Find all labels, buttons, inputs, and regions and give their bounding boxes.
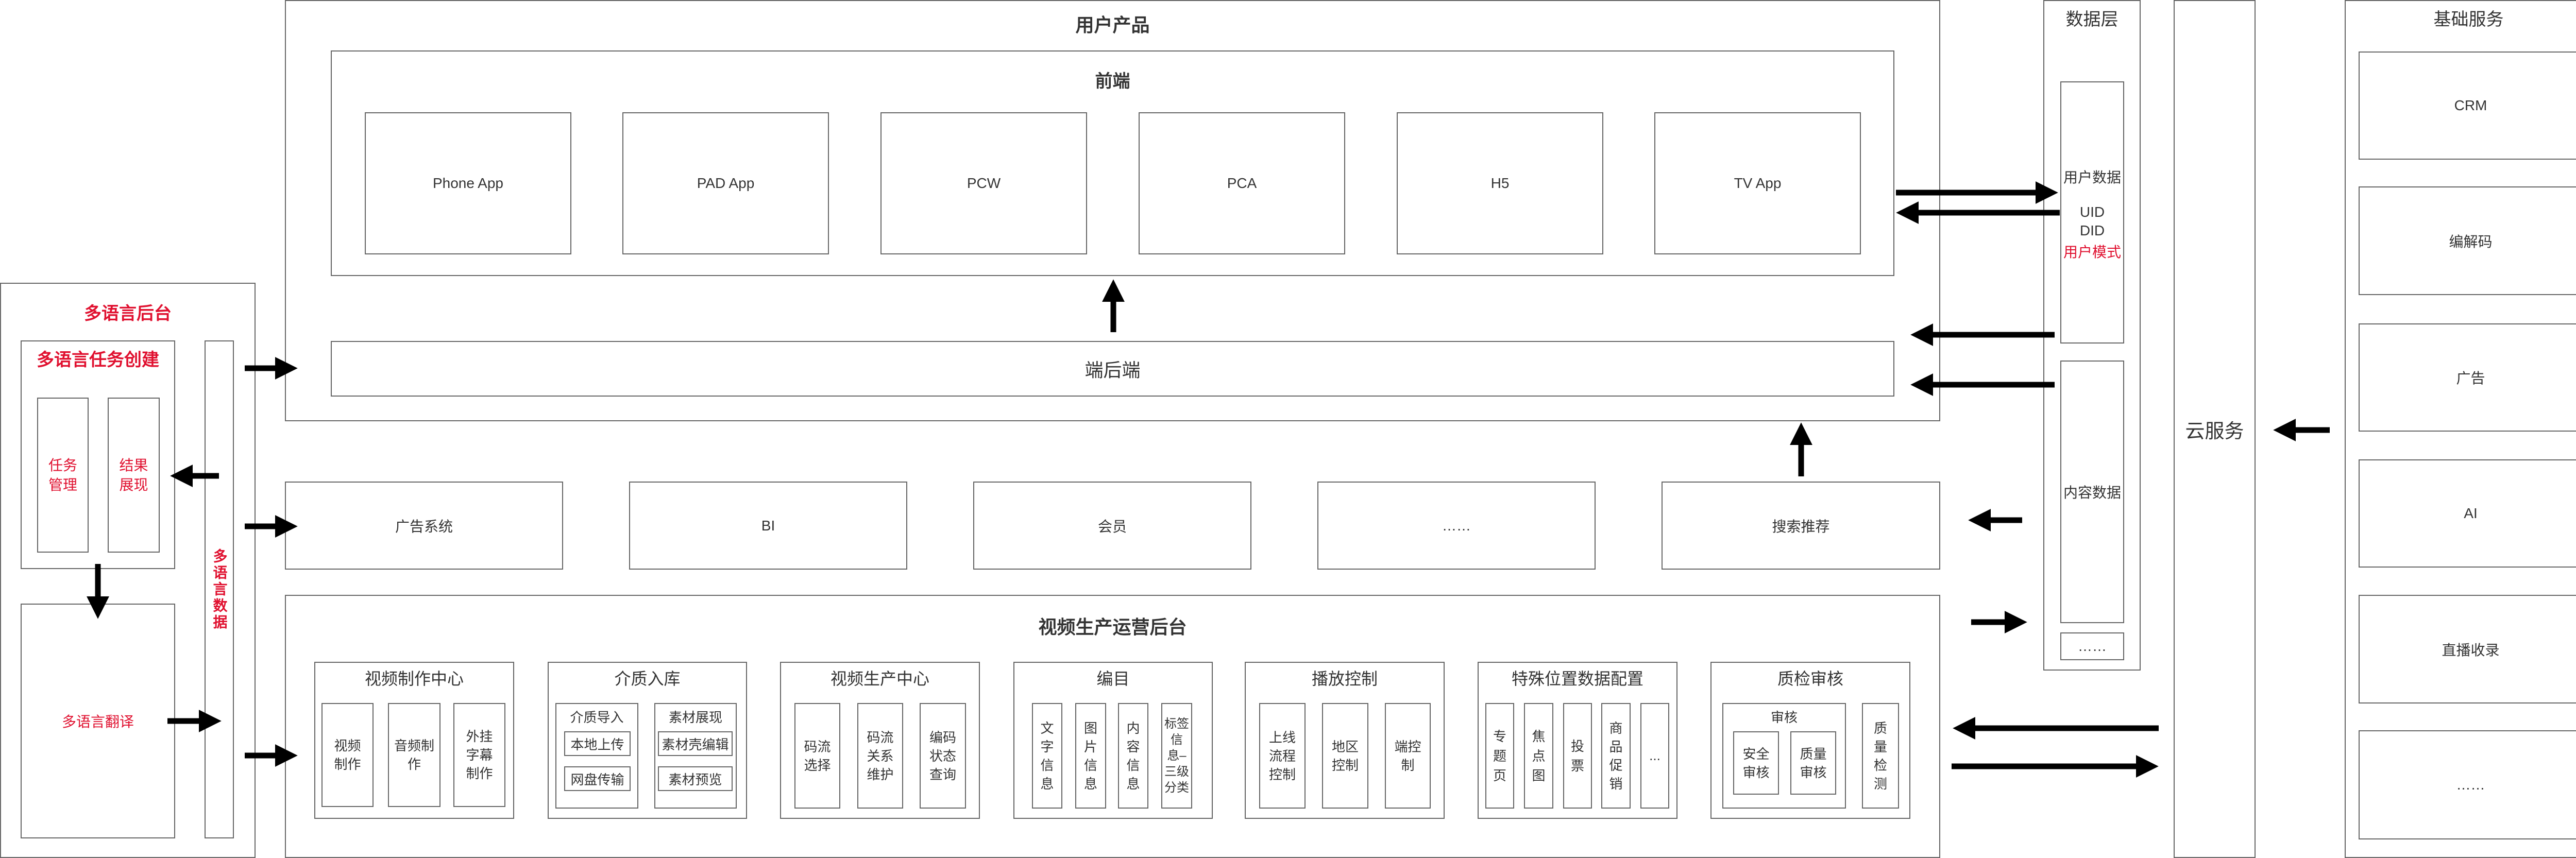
basic-more: ……	[2359, 730, 2576, 839]
group-video-center-title: 视频生产中心	[830, 670, 929, 688]
user-data-mode: 用户模式	[2063, 244, 2121, 260]
item-audio-make: 音频制作	[388, 703, 440, 807]
item-security-audit-label: 安全审核	[1742, 746, 1770, 780]
service-more: ……	[1317, 482, 1596, 570]
group-special-position-title: 特殊位置数据配置	[1511, 670, 1643, 688]
item-encode-status-label: 编码状态查询	[929, 729, 956, 782]
item-audio-make-label: 音频制作	[394, 738, 435, 772]
user-data-did: DID	[2079, 222, 2105, 238]
item-tag-info: 标签信息–三级分类	[1161, 703, 1192, 809]
item-client-control-label: 端控制	[1394, 739, 1421, 773]
item-focus-image-label: 焦点图	[1532, 728, 1546, 783]
item-encode-status: 编码状态查询	[920, 703, 966, 809]
item-security-audit: 安全审核	[1733, 731, 1779, 795]
user-data-title: 用户数据	[2063, 169, 2121, 185]
item-quality-check-label: 质量检测	[1873, 720, 1887, 792]
multilang-data-box: 多语言数据	[205, 340, 234, 838]
result-show-label: 结果展现	[119, 457, 148, 493]
item-stream-relation: 码流关系维护	[857, 703, 903, 809]
item-content-info: 内容信息	[1118, 703, 1148, 809]
result-show-box: 结果展现	[108, 398, 160, 553]
item-video-make-label: 视频制作	[334, 738, 361, 772]
item-topic-page-label: 专题页	[1493, 728, 1507, 783]
group-catalog-title: 编目	[1096, 670, 1130, 688]
group-playback-control-title: 播放控制	[1311, 670, 1378, 688]
basic-ai: AI	[2359, 459, 2576, 568]
cloud-service: 云服务	[2174, 0, 2256, 858]
material-show-title: 素材展现	[668, 710, 722, 725]
item-promotion-label: 商品促销	[1609, 720, 1623, 792]
item-stream-relation-label: 码流关系维护	[867, 729, 894, 782]
media-import-title: 介质导入	[570, 710, 624, 725]
item-promotion: 商品促销	[1601, 703, 1631, 809]
item-region-control-label: 地区控制	[1331, 739, 1359, 773]
item-topic-page: 专题页	[1485, 703, 1514, 809]
service-bi: BI	[629, 482, 907, 570]
basic-codec: 编解码	[2359, 186, 2576, 295]
item-content-info-label: 内容信息	[1126, 720, 1140, 792]
item-online-flow-label: 上线流程控制	[1268, 729, 1296, 782]
item-focus-image: 焦点图	[1524, 703, 1553, 809]
item-quality-check: 质量检测	[1862, 703, 1899, 809]
item-subtitle-make-label: 外挂字幕制作	[466, 729, 493, 781]
group-qc-audit-title: 质检审核	[1777, 670, 1843, 688]
app-phone: Phone App	[365, 112, 571, 254]
end-backend: 端后端	[331, 341, 1894, 397]
item-vote-label: 投票	[1571, 738, 1585, 774]
multilang-data-label: 多语言数据	[211, 548, 228, 631]
item-video-make: 视频制作	[321, 703, 374, 807]
user-data-box: 用户数据 UID DID 用户模式	[2060, 81, 2124, 344]
item-image-info-label: 图片信息	[1083, 720, 1097, 792]
item-material-preview: 素材预览	[658, 766, 733, 791]
multilang-title: 多语言后台	[84, 304, 172, 323]
item-quality-audit: 质量审核	[1790, 731, 1836, 795]
audit-title: 审核	[1770, 710, 1798, 725]
item-text-info: 文字信息	[1032, 703, 1062, 809]
item-local-upload: 本地上传	[564, 731, 631, 756]
basic-services-title: 基础服务	[2433, 10, 2504, 29]
item-quality-audit-label: 质量审核	[1800, 746, 1827, 780]
task-manage-box: 任务管理	[37, 398, 89, 553]
item-netdisk-transfer: 网盘传输	[564, 766, 631, 791]
item-material-edit: 素材壳编辑	[658, 731, 733, 756]
ops-title: 视频生产运营后台	[1038, 616, 1187, 638]
service-ads: 广告系统	[285, 482, 563, 570]
app-pad: PAD App	[622, 112, 829, 254]
item-text-info-label: 文字信息	[1040, 720, 1054, 792]
data-layer-more: ……	[2060, 632, 2124, 660]
item-stream-select: 码流选择	[794, 703, 840, 809]
app-pca: PCA	[1139, 112, 1345, 254]
multilang-translate-box: 多语言翻译	[21, 604, 175, 838]
user-data-uid: UID	[2079, 204, 2105, 220]
basic-ad: 广告	[2359, 323, 2576, 432]
app-tv: TV App	[1654, 112, 1861, 254]
multilang-task-create-title: 多语言任务创建	[37, 350, 159, 370]
app-pcw: PCW	[880, 112, 1087, 254]
group-media-ingest-title: 介质入库	[614, 670, 681, 688]
item-vote: 投票	[1563, 703, 1592, 809]
item-tag-info-label: 标签信息–三级分类	[1164, 717, 1189, 795]
item-client-control: 端控制	[1385, 703, 1431, 809]
item-image-info: 图片信息	[1075, 703, 1106, 809]
item-online-flow: 上线流程控制	[1259, 703, 1306, 809]
service-member: 会员	[973, 482, 1251, 570]
task-manage-label: 任务管理	[48, 457, 78, 493]
basic-live-recording: 直播收录	[2359, 595, 2576, 703]
item-subtitle-make: 外挂字幕制作	[453, 703, 505, 807]
frontend-panel: 前端	[331, 50, 1894, 276]
item-special-more: ...	[1640, 703, 1669, 809]
service-search-recommend: 搜索推荐	[1662, 482, 1940, 570]
data-layer-title: 数据层	[2065, 10, 2119, 29]
basic-crm: CRM	[2359, 52, 2576, 160]
item-region-control: 地区控制	[1322, 703, 1368, 809]
frontend-title: 前端	[1095, 72, 1130, 91]
user-product-title: 用户产品	[1075, 14, 1150, 36]
app-h5: H5	[1397, 112, 1603, 254]
content-data-box: 内容数据	[2060, 361, 2124, 623]
item-stream-select-label: 码流选择	[804, 739, 831, 773]
group-video-production-title: 视频制作中心	[364, 670, 464, 688]
